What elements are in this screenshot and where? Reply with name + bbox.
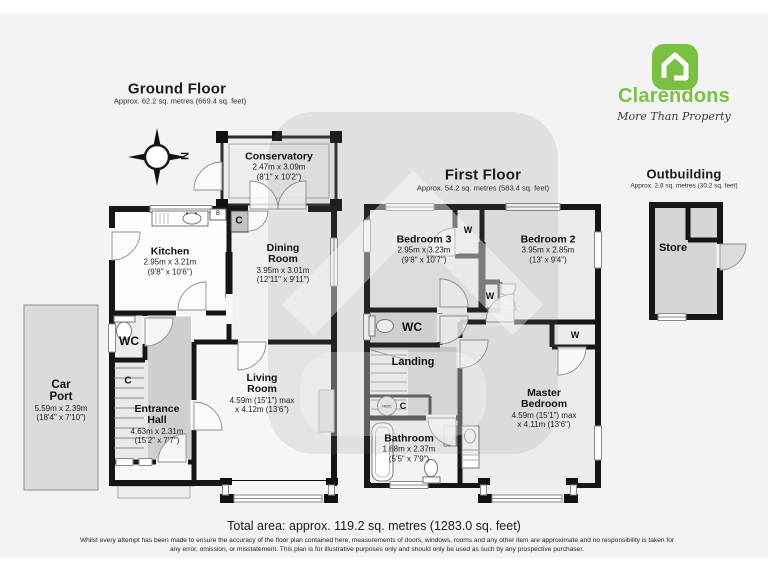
ground-floor-subtitle: Approx. 62.2 sq. metres (669.4 sq. feet)	[113, 96, 247, 106]
conservatory-walls	[220, 135, 338, 207]
room-name: Bedroom 3	[396, 233, 452, 246]
watermark-house-logo	[268, 112, 558, 454]
room-dims-metric: 4.63m x 2.31m	[130, 426, 184, 436]
ground-floor-plan	[23, 131, 342, 503]
room-name: Bedroom 2	[520, 233, 576, 246]
wardrobe-label-2: W	[485, 291, 495, 301]
room-dims-imperial: (9'8" x 10'7")	[401, 255, 447, 265]
room-name: Kitchen	[150, 245, 190, 258]
room-dims-metric: 3.95m x 2.85m	[521, 246, 575, 256]
room-label-bedroom-2: Bedroom 2 3.95m x 2.85m (13' x 9'4")	[520, 233, 576, 266]
master-vanity-sink	[461, 425, 480, 469]
first-floor-plan	[363, 203, 602, 503]
chimney-breast	[318, 389, 335, 433]
room-name: Conservatory	[245, 150, 313, 163]
room-name: Living Room	[246, 372, 278, 396]
disclaimer-text: Whilst every attempt has been made to en…	[79, 537, 675, 553]
hwc-label: HWC	[382, 403, 392, 409]
outbuilding-plan	[649, 202, 747, 321]
room-dims-metric: 2.95m x 3.23m	[397, 246, 451, 256]
room-label-wc-first: WC	[402, 320, 422, 334]
room-dims-metric: 3.95m x 3.01m	[256, 265, 310, 275]
room-label-master-bedroom: Master Bedroom 4.59m (15'1") max x 4.11m…	[511, 387, 577, 430]
room-dims-metric: 1.68m x 2.37m	[382, 445, 436, 455]
room-label-kitchen: Kitchen 2.95m x 3.21m (9'8" x 10'6")	[143, 245, 197, 278]
room-label-conservatory: Conservatory 2.47m x 3.09m (8'1" x 10'2"…	[245, 150, 313, 183]
room-label-store: Store	[658, 242, 688, 254]
compass-rose	[128, 128, 186, 186]
wardrobe-label-3: W	[570, 330, 580, 340]
boiler-label: B	[215, 211, 221, 217]
outbuilding-subtitle: Approx. 2.8 sq. metres (30.2 sq. feet)	[630, 182, 738, 190]
room-label-wc-ground: WC	[119, 334, 139, 348]
room-label-bedroom-3: Bedroom 3 2.95m x 3.23m (9'8" x 10'7")	[396, 233, 452, 266]
room-dims-metric: 4.59m (15'1") max	[229, 395, 295, 405]
room-dims-imperial: x 4.11m (13'6")	[517, 420, 571, 430]
room-dims-metric: 4.59m (15'1") max	[511, 410, 577, 420]
room-name: Entrance Hall	[134, 403, 180, 427]
room-dims-imperial: (5'5" x 7'9")	[388, 454, 430, 464]
hot-water-cylinder	[377, 396, 397, 416]
toilet-ground-wc	[113, 315, 136, 341]
boiler-box	[209, 208, 227, 221]
total-area-text: Total area: approx. 119.2 sq. metres (12…	[227, 519, 521, 533]
room-dims-imperial: (18'4" x 7'10")	[36, 413, 86, 423]
kitchen-sink	[151, 210, 209, 227]
room-label-bathroom: Bathroom 1.68m x 2.37m (5'5" x 7'9")	[382, 432, 436, 465]
room-name: Car Port	[49, 379, 73, 404]
first-floor-title: First Floor	[444, 166, 522, 184]
bath-tub	[371, 422, 394, 482]
room-label-car-port: Car Port 5.59m x 2.39m (18'4" x 7'10")	[35, 379, 88, 423]
room-dims-metric: 2.95m x 3.21m	[143, 258, 197, 268]
room-name: Master Bedroom	[520, 387, 568, 411]
room-dims-imperial: (15'2" x 7'7")	[134, 436, 180, 446]
room-dims-imperial: (12'11" x 9'11")	[256, 275, 310, 285]
wardrobe-label-1: W	[463, 225, 473, 235]
cupboard-label-stairs: C	[124, 375, 132, 387]
room-dims-metric: 5.59m x 2.39m	[34, 403, 88, 413]
room-label-dining-room: Dining Room 3.95m x 3.01m (12'11" x 9'11…	[256, 242, 310, 285]
toilet-first-wc	[368, 315, 394, 337]
house-icon	[652, 44, 698, 90]
clarendons-logo-tile	[652, 44, 698, 90]
room-dims-imperial: (8'1" x 10'2")	[256, 172, 302, 182]
clarendons-wordmark: Clarendons	[617, 85, 731, 107]
cupboard-label-first-floor: C	[399, 401, 407, 411]
ground-floor-title: Ground Floor	[127, 80, 227, 98]
clarendons-tagline: More Than Property	[617, 110, 731, 123]
porch-step	[117, 485, 191, 499]
cupboard-label-dining: C	[235, 215, 243, 227]
room-name: Bathroom	[384, 432, 434, 445]
first-floor-subtitle: Approx. 54.2 sq. metres (583.4 sq. feet)	[416, 183, 550, 193]
outbuilding-title: Outbuilding	[646, 166, 722, 182]
toilet-bathroom	[422, 459, 441, 484]
car-port-area	[23, 304, 99, 491]
room-dims-imperial: x 4.12m (13'6")	[235, 405, 289, 415]
room-label-landing: Landing	[391, 356, 435, 368]
compass-north-label: N	[178, 152, 190, 160]
room-dims-imperial: (9'8" x 10'6")	[147, 267, 193, 277]
room-name: Dining Room	[266, 242, 300, 266]
room-label-living-room: Living Room 4.59m (15'1") max x 4.12m (1…	[229, 372, 295, 415]
room-dims-metric: 2.47m x 3.09m	[252, 163, 306, 173]
room-label-entrance-hall: Entrance Hall 4.63m x 2.31m (15'2" x 7'7…	[127, 403, 187, 446]
room-dims-imperial: (13' x 9'4")	[529, 255, 567, 265]
